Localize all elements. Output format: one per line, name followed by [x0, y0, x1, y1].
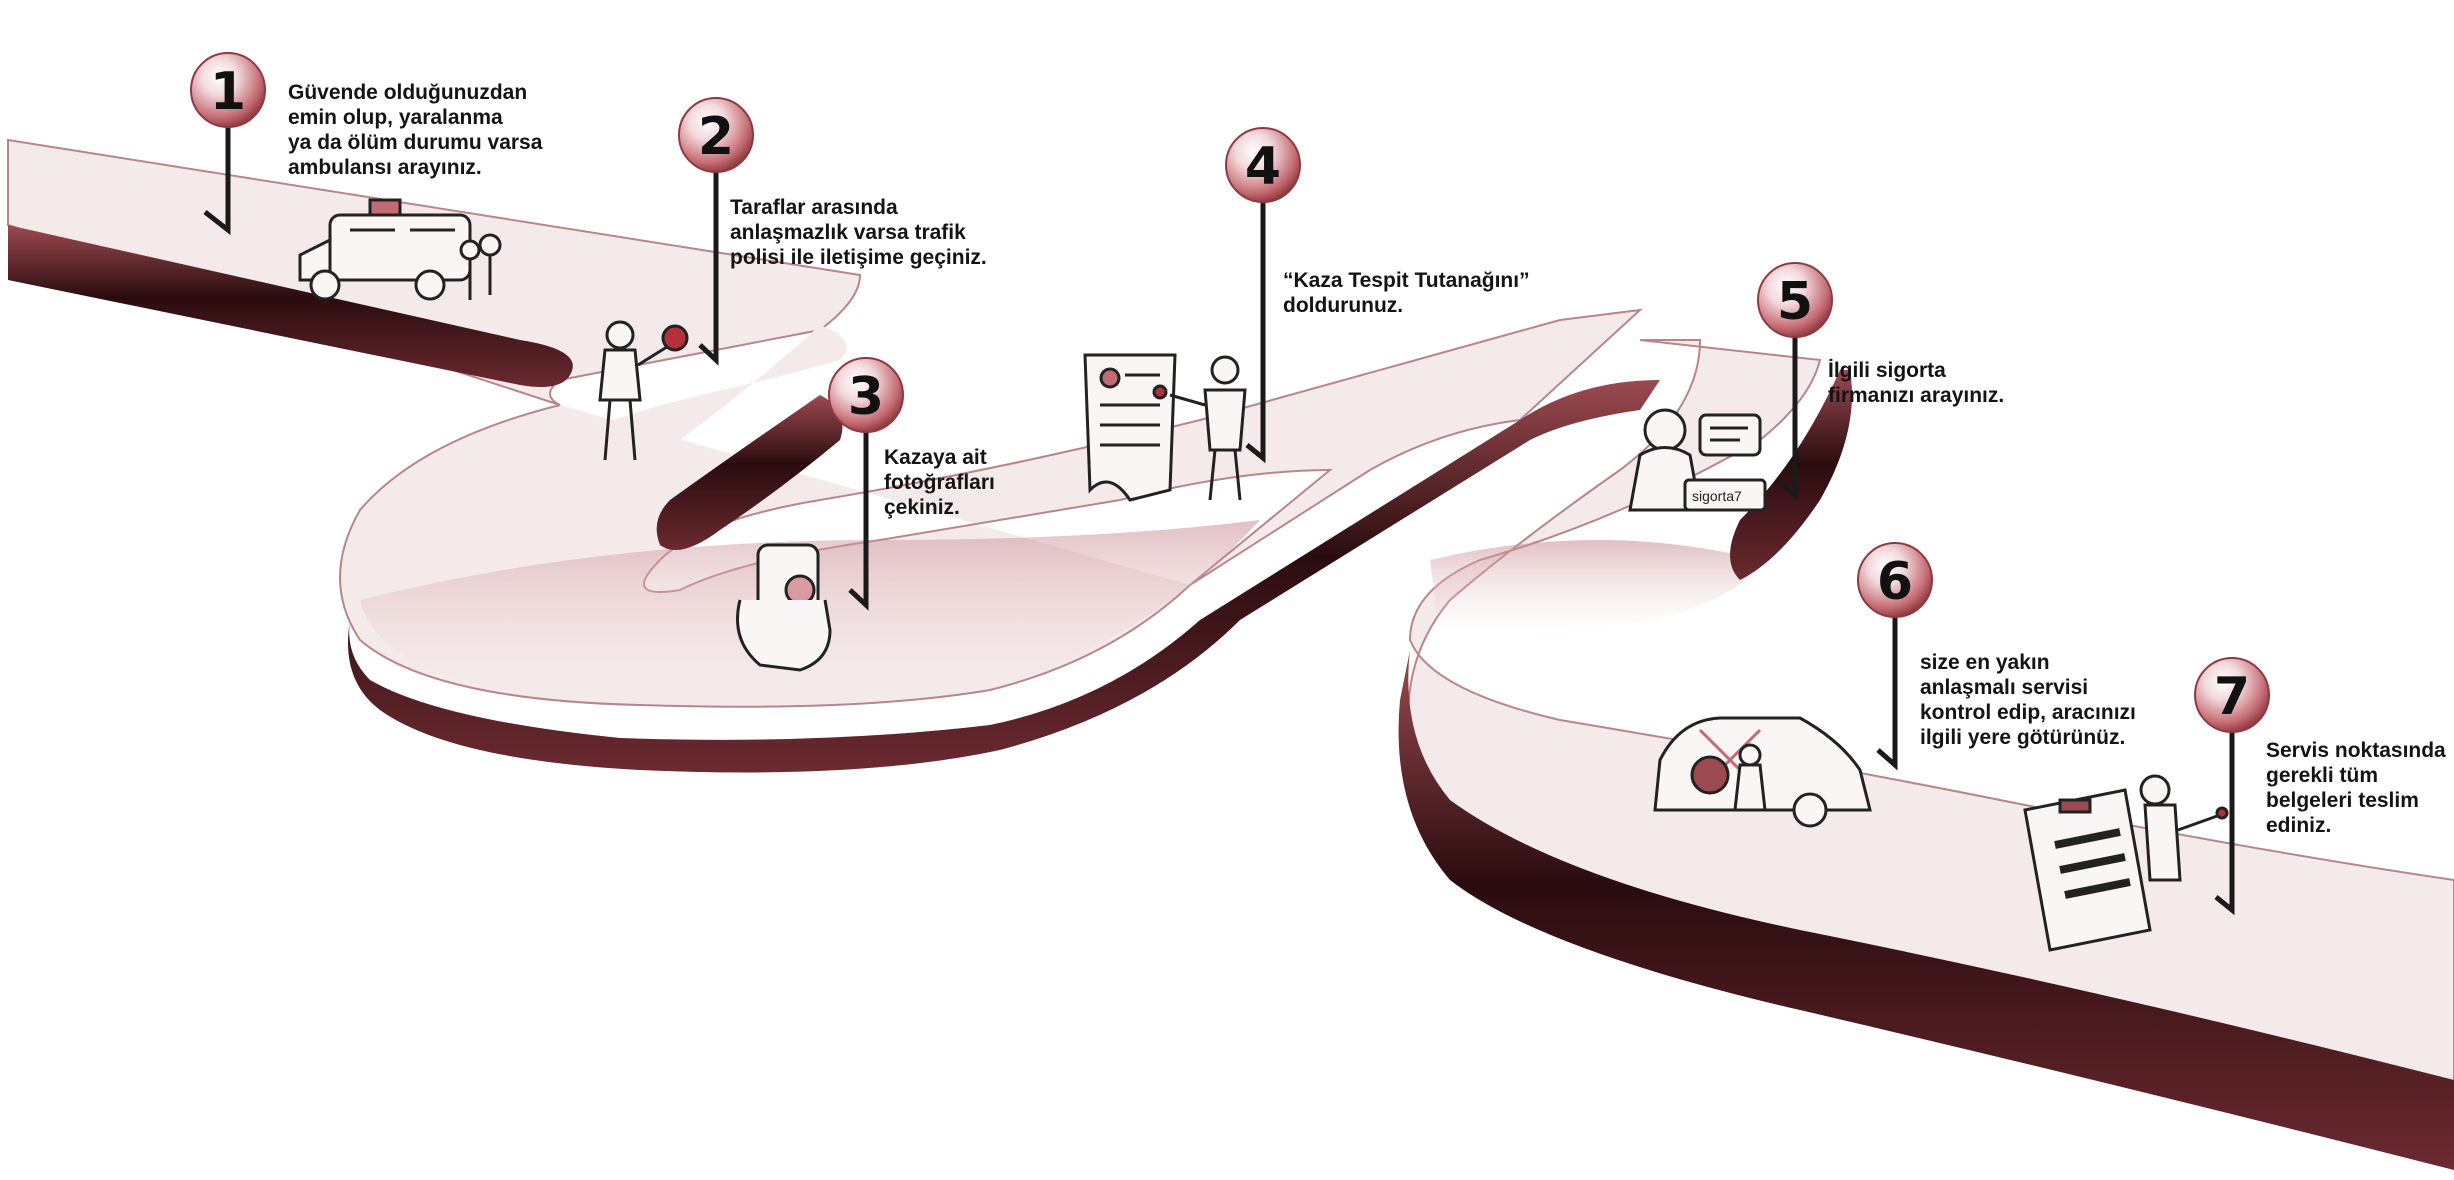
road-wall-1 — [8, 225, 573, 388]
pin-3-stem — [848, 420, 869, 611]
road-wall-2 — [656, 395, 843, 550]
step-2-badge: 2 — [678, 97, 754, 173]
pin-stems — [203, 110, 2235, 916]
step-1-badge: 1 — [190, 52, 266, 128]
step-2-text: Taraflar arasında anlaşmazlık varsa traf… — [730, 196, 987, 269]
step-6-number: 6 — [1877, 552, 1913, 612]
step-6-badge: 6 — [1857, 542, 1933, 618]
pin-4-stem — [1245, 195, 1266, 464]
step-5-number: 5 — [1777, 272, 1813, 332]
pin-2-stem — [698, 160, 719, 366]
step-3-number: 3 — [848, 367, 884, 427]
road-floor-shade-2 — [1430, 540, 1760, 640]
step-3-badge: 3 — [828, 357, 904, 433]
step-7-number: 7 — [2214, 667, 2250, 727]
step-5-text: İlgili sigorta firmanızı arayınız. — [1828, 359, 2005, 407]
report-document-icon — [1083, 353, 1247, 502]
checklist-clipboard-icon — [2023, 774, 2229, 952]
step-1-text: Güvende olduğunuzdan emin olup, yaralanm… — [288, 81, 543, 179]
laptop-brand-label: sigorta7 — [1692, 488, 1742, 504]
step-3-text: Kazaya ait fotoğrafları çekiniz. — [884, 446, 995, 519]
car-service-icon — [1653, 716, 1872, 828]
step-7-badge: 7 — [2194, 657, 2270, 733]
step-6-text: size en yakın anlaşmalı servisi kontrol … — [1920, 651, 2136, 749]
road-wall-5 — [1398, 650, 2454, 1170]
call-center-agent-icon: sigorta7 — [1628, 408, 1767, 512]
step-5-badge: 5 — [1757, 262, 1833, 338]
pin-6-stem — [1876, 605, 1898, 771]
step-1-number: 1 — [210, 62, 246, 122]
pin-5-stem — [1776, 325, 1798, 501]
road-wall-3 — [348, 380, 1660, 773]
step-2-number: 2 — [698, 107, 734, 167]
road-wall-4 — [1730, 370, 1852, 580]
step-4-number: 4 — [1245, 137, 1281, 197]
pin-1-stem — [203, 110, 231, 236]
step-7-text: Servis noktasında gerekli tüm belgeleri … — [2266, 739, 2446, 837]
road — [7, 138, 2454, 1170]
step-4-text: “Kaza Tespit Tutanağını” doldurunuz. — [1283, 269, 1530, 317]
phone-camera-icon — [736, 543, 832, 672]
ambulance-icon — [298, 198, 502, 301]
pin-7-stem — [2214, 725, 2235, 916]
traffic-police-icon — [598, 320, 689, 461]
step-4-badge: 4 — [1225, 127, 1301, 203]
